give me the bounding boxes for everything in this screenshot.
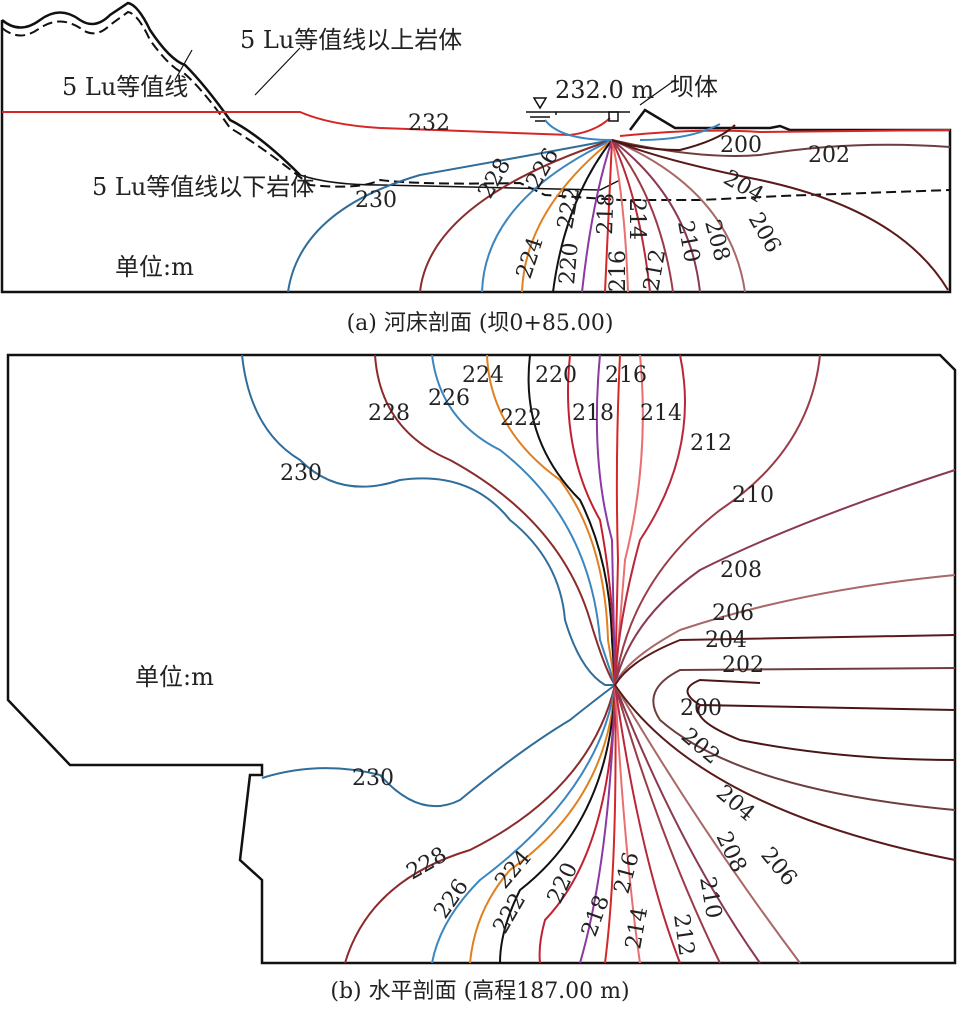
contour-232 <box>2 111 951 137</box>
contour-200-a <box>611 124 736 152</box>
contour-label: 210 <box>732 483 774 508</box>
contour-label: 208 <box>720 558 762 583</box>
contour-label: 230 <box>280 461 322 486</box>
label-unit-a: 单位:m <box>115 253 194 281</box>
contour-202-a <box>611 139 951 157</box>
contour-200-b <box>686 678 956 761</box>
contour-label: 220 <box>555 242 584 286</box>
contour-label: 216 <box>606 250 631 292</box>
contour-label: 204 <box>711 780 759 826</box>
leader-lines <box>174 47 676 106</box>
contour-label: 220 <box>535 363 577 388</box>
contour-label: 218 <box>577 892 615 940</box>
contour-label: 230 <box>352 766 394 791</box>
contour-210-b <box>613 354 821 964</box>
contour-label: 226 <box>522 144 565 193</box>
panel-b-horizontal-section: 单位:m 230 228 226 224 222 220 218 216 214… <box>6 353 957 1004</box>
panel-b-frame <box>6 353 957 965</box>
contour-label: 214 <box>624 198 649 240</box>
contour-label: 210 <box>694 875 726 921</box>
contour-label: 224 <box>512 234 549 282</box>
contour-label: 228 <box>368 401 410 426</box>
contour-206-a <box>611 139 746 293</box>
contour-206-b <box>613 574 956 964</box>
contour-label: 216 <box>610 850 645 897</box>
contour-224-b <box>469 354 617 964</box>
contour-label: 220 <box>543 859 583 908</box>
contour-label: 206 <box>755 843 801 891</box>
ground-surface <box>1 1 301 176</box>
label-isoline: 5 Lu等值线 <box>62 73 188 101</box>
contour-label: 218 <box>593 192 619 235</box>
contour-label: 230 <box>355 188 397 213</box>
contour-label: 208 <box>711 828 751 877</box>
contour-label: 224 <box>462 363 504 388</box>
contour-label: 204 <box>705 628 747 653</box>
contour-222-b <box>499 354 617 964</box>
contour-label: 222 <box>553 185 585 231</box>
contour-label: 206 <box>712 601 754 626</box>
contour-208-top <box>613 469 956 964</box>
contour-220-a <box>552 139 613 293</box>
contour-label: 226 <box>428 386 470 411</box>
contour-label: 228 <box>474 154 517 203</box>
contour-label: 214 <box>640 401 682 426</box>
contour-label: 226 <box>429 875 474 924</box>
contour-label: 210 <box>672 219 704 265</box>
water-level-icon <box>526 97 630 122</box>
contour-224-a <box>521 139 613 293</box>
contour-210-a <box>611 139 674 293</box>
contour-230-a <box>287 139 613 293</box>
contour-230-top <box>241 354 615 686</box>
contour-208-a <box>611 139 701 293</box>
label-unit-b: 单位:m <box>135 663 214 691</box>
contour-228-a <box>419 139 613 293</box>
caption-a: (a) 河床剖面 (坝0+85.00) <box>347 311 614 336</box>
label-below-isoline: 5 Lu等值线以下岩体 <box>92 173 314 201</box>
contour-label: 206 <box>743 209 786 258</box>
contour-label: 228 <box>403 843 452 886</box>
contour-214-a <box>611 139 629 293</box>
contour-212-a <box>611 139 651 293</box>
contour-label: 222 <box>489 889 532 938</box>
contour-202-b <box>652 667 956 811</box>
ground-surface-lower <box>299 174 621 191</box>
contour-230-bottom <box>261 684 616 808</box>
contour-228-b <box>344 354 617 964</box>
contour-204-b <box>613 634 956 861</box>
contour-226-a <box>481 139 613 293</box>
contour-label: 222 <box>500 406 542 431</box>
caption-b: (b) 水平剖面 (高程187.00 m) <box>330 979 629 1004</box>
contour-label: 212 <box>690 431 732 456</box>
contour-label: 216 <box>605 363 647 388</box>
contour-label: 212 <box>668 912 699 957</box>
contour-label: 232 <box>408 111 450 136</box>
contour-226-b <box>431 354 617 964</box>
contour-label: 200 <box>720 133 762 158</box>
label-water-level: 232.0 m <box>555 76 654 104</box>
contour-216-a <box>604 139 613 293</box>
contour-212-b <box>613 354 686 964</box>
contour-218-a <box>581 139 613 293</box>
contour-blue-near-dam <box>544 119 721 141</box>
contour-label: 214 <box>621 905 653 951</box>
contour-label: 202 <box>722 653 764 678</box>
contour-204-a <box>611 139 949 291</box>
5lu-isoline <box>1 10 951 201</box>
contour-label: 200 <box>680 696 722 721</box>
contour-218-b <box>579 354 617 964</box>
contour-label: 202 <box>808 143 850 168</box>
contour-label: 218 <box>572 401 614 426</box>
panel-a-frame <box>0 20 952 294</box>
panel-a-riverbed-section: 5 Lu等值线以上岩体 5 Lu等值线 5 Lu等值线以下岩体 232.0 m … <box>0 1 952 336</box>
label-above-isoline: 5 Lu等值线以上岩体 <box>240 26 462 54</box>
label-dam: 坝体 <box>670 73 718 101</box>
